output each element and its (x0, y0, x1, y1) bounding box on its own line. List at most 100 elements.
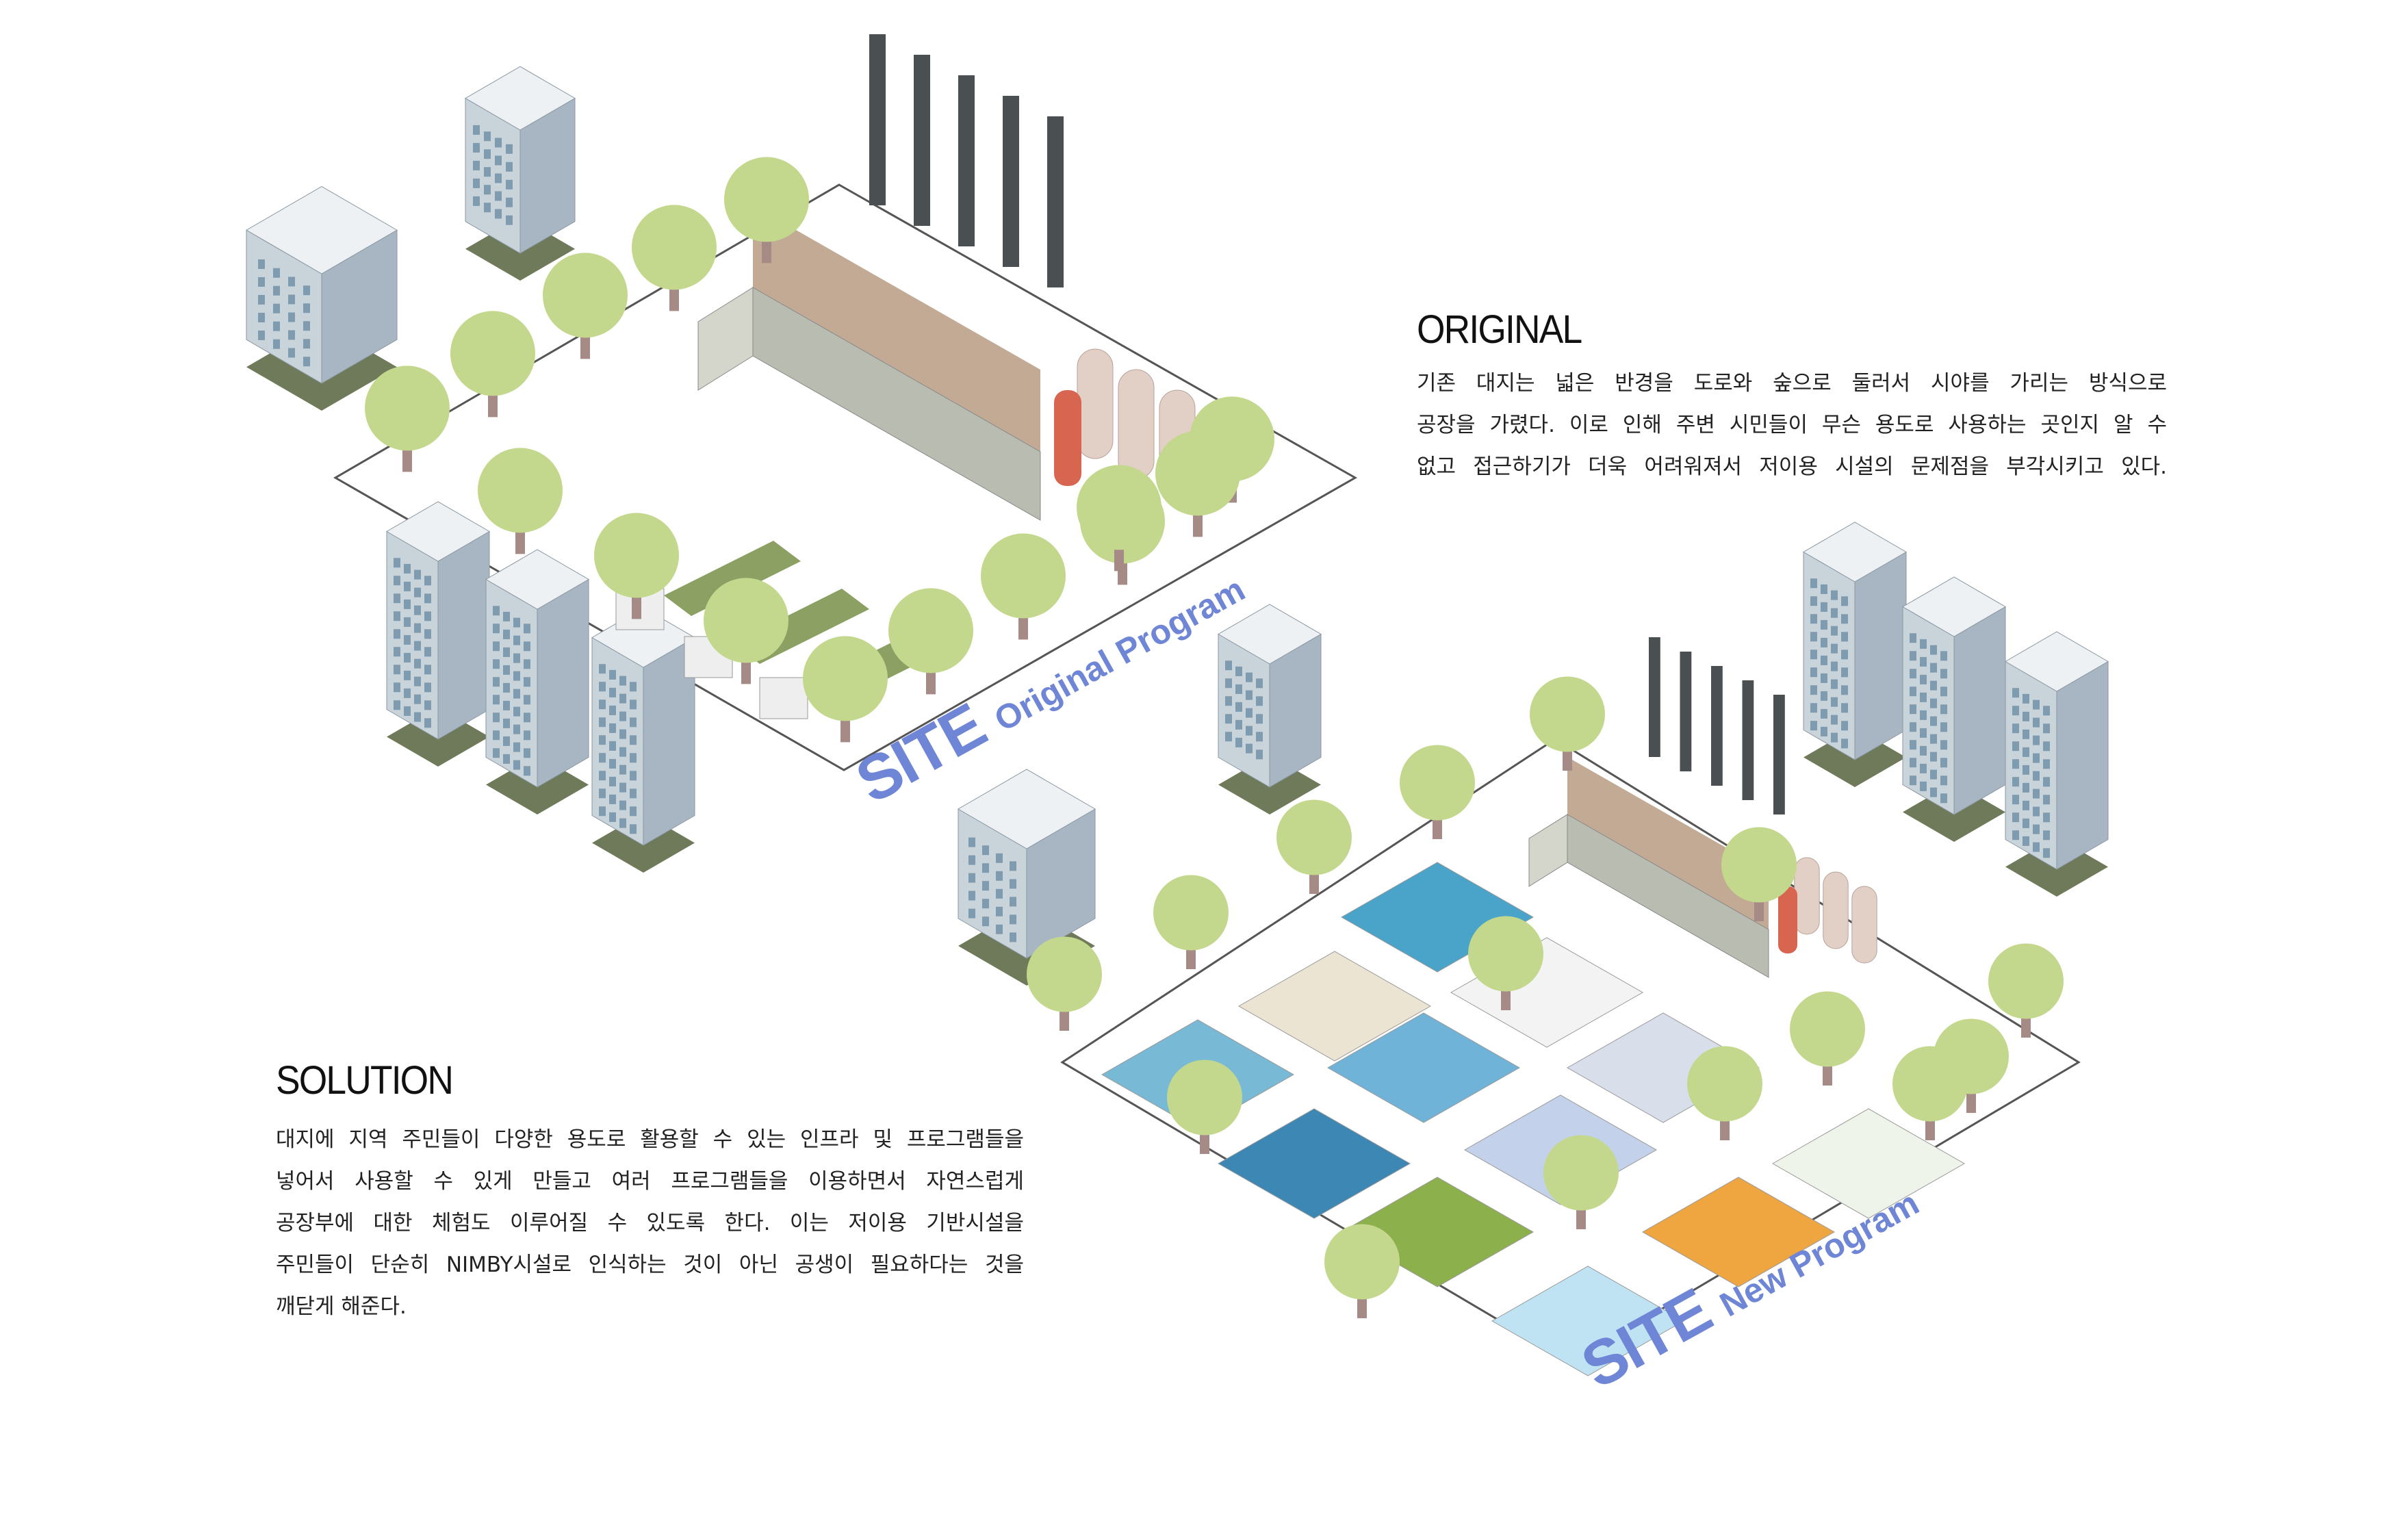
window (414, 641, 421, 651)
window (404, 617, 411, 627)
tree-crown (1543, 1135, 1619, 1211)
window (414, 623, 421, 633)
window (609, 741, 616, 751)
window (1841, 596, 1848, 606)
window (394, 700, 400, 710)
window (1810, 596, 1817, 606)
window (424, 647, 431, 657)
original-description: 기존 대지는 넓은 반경을 도로와 숲으로 둘러서 시야를 가리는 방식으로 공… (1417, 363, 2167, 488)
window (506, 162, 513, 172)
window (1841, 685, 1848, 695)
window (394, 682, 400, 693)
window (619, 765, 626, 775)
window (1821, 708, 1827, 719)
window (1940, 651, 1947, 661)
window (503, 718, 510, 728)
window (1810, 703, 1817, 713)
window (968, 837, 975, 847)
window (484, 185, 491, 195)
window (394, 576, 400, 586)
window (2043, 706, 2050, 716)
window (1930, 645, 1937, 655)
window (609, 776, 616, 786)
window (1810, 650, 1817, 660)
window (424, 629, 431, 639)
window (2023, 711, 2029, 721)
tree-crown (1027, 936, 1102, 1012)
solution-heading: SOLUTION (276, 1058, 454, 1103)
tree-crown (803, 636, 888, 721)
window (493, 748, 500, 758)
cafe (1326, 1012, 1521, 1123)
vertical-farm (1771, 1108, 1966, 1219)
window (1810, 632, 1817, 642)
window (258, 259, 265, 269)
window (524, 641, 530, 652)
tree-icon (594, 513, 679, 619)
window (473, 142, 480, 153)
tree-crown (981, 533, 1066, 619)
window (1225, 678, 1232, 689)
silo-icon (1077, 348, 1114, 459)
window (1225, 660, 1232, 671)
window (414, 676, 421, 686)
window (1246, 708, 1253, 718)
window (484, 167, 491, 177)
window (630, 753, 637, 763)
factory (1528, 637, 1877, 978)
window (599, 735, 606, 745)
window (2012, 688, 2019, 698)
window (2033, 753, 2040, 763)
window (394, 629, 400, 639)
window (1810, 614, 1817, 624)
factory-side (1528, 814, 1568, 887)
window (982, 899, 989, 909)
tree-icon (1324, 1224, 1400, 1318)
window (414, 569, 421, 580)
window (394, 611, 400, 621)
window (2043, 812, 2050, 823)
factory-roof (753, 205, 1040, 452)
building-roof (1902, 576, 2006, 637)
window (424, 593, 431, 604)
window (493, 713, 500, 723)
window (1831, 643, 1838, 654)
building-right-face (437, 530, 490, 740)
tree-icon (478, 448, 563, 554)
window (503, 647, 510, 657)
window (493, 624, 500, 634)
tree-icon (1988, 943, 2064, 1038)
window (1940, 704, 1947, 715)
silo-icon (1823, 871, 1849, 949)
window (484, 131, 491, 142)
window (2023, 818, 2029, 828)
tank-icon (1778, 886, 1797, 953)
smokestack-icon (1680, 652, 1692, 771)
window (513, 653, 520, 663)
window (1821, 691, 1827, 701)
window (1930, 680, 1937, 691)
window (1831, 715, 1838, 725)
tree-crown (888, 588, 973, 673)
tree-crown (1468, 916, 1543, 992)
window (404, 670, 411, 680)
tree-icon (1155, 431, 1240, 537)
window (524, 659, 530, 669)
window (493, 677, 500, 687)
tree-icon (632, 205, 717, 311)
window (513, 724, 520, 734)
tree-crown (1077, 465, 1161, 550)
window (996, 924, 1003, 934)
window (493, 695, 500, 705)
original-heading: ORIGINAL (1417, 307, 1582, 352)
window (404, 634, 411, 645)
smokestack-icon (869, 34, 886, 205)
window (609, 723, 616, 733)
window (493, 730, 500, 741)
building-roof (386, 501, 490, 562)
building-roof (958, 769, 1096, 849)
window (1920, 639, 1927, 649)
window (424, 576, 431, 586)
tank-icon (1054, 390, 1081, 486)
window (524, 677, 530, 687)
